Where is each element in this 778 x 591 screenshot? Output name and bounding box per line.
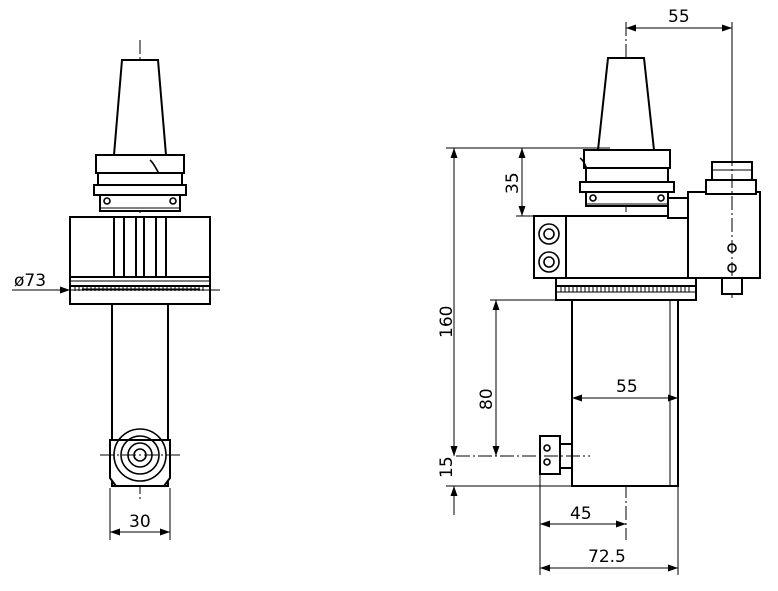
dim-height-total: 160 <box>437 306 457 338</box>
right-knurl-ticks <box>560 286 690 292</box>
dim-overall-width: 72.5 <box>588 547 626 567</box>
dim-height-upper: 35 <box>503 172 523 194</box>
right-view: 55 160 35 80 15 55 45 72.5 <box>437 7 761 575</box>
left-knurl-ticks <box>74 286 204 291</box>
dim-height-bottom: 15 <box>437 456 457 478</box>
dim-diameter: ø73 <box>14 271 46 291</box>
dim-height-lower: 80 <box>477 388 497 410</box>
left-view: ø73 30 <box>12 40 220 540</box>
dim-body-width: 55 <box>616 377 638 397</box>
dim-width-bottom: 30 <box>129 512 151 532</box>
dim-offset-side: 45 <box>570 504 592 524</box>
dim-offset-top: 55 <box>668 7 690 27</box>
